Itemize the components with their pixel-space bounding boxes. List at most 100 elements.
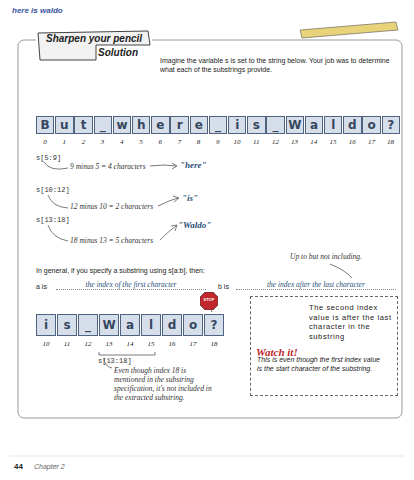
footer-rule <box>10 456 404 457</box>
letter-box: ? <box>382 116 400 134</box>
index-number: 13 <box>285 138 305 146</box>
string-character: d <box>168 318 177 332</box>
index-number: 3 <box>93 138 113 146</box>
string-character: d <box>348 118 357 132</box>
string-character: i <box>235 118 239 132</box>
string-character: _ <box>100 118 106 132</box>
string-character: B <box>41 118 50 132</box>
index-number: 15 <box>141 340 161 348</box>
index-number: 8 <box>189 138 209 146</box>
string-character: W <box>102 318 115 332</box>
letter-box: _ <box>266 116 284 134</box>
index-number: 1 <box>54 138 74 146</box>
running-head: here is waldo <box>12 6 132 15</box>
index-number: 17 <box>183 340 203 348</box>
stop-text: STOP <box>200 292 218 308</box>
letter-box: a <box>120 314 140 336</box>
string-character: i <box>44 318 48 332</box>
arrow-head <box>171 225 177 231</box>
letter-box: l <box>324 116 342 134</box>
letter-box: _ <box>78 314 98 336</box>
index-number: 12 <box>265 138 285 146</box>
slice-expression: s[10:12] <box>36 186 96 194</box>
string-character: s <box>253 118 260 132</box>
answer: "here" <box>180 160 240 170</box>
index-number: 11 <box>57 340 77 348</box>
string-character: ? <box>387 118 394 132</box>
letter-box: W <box>286 116 304 134</box>
general-rule: In general, if you specify a substring u… <box>36 266 296 275</box>
calc-note: 9 minus 5 = 4 characters <box>70 162 160 171</box>
index-number: 10 <box>36 340 56 348</box>
string-character: a <box>310 118 318 132</box>
calc-note: 12 minus 10 = 2 characters <box>70 202 170 211</box>
letter-box: o <box>183 314 203 336</box>
index-number: 18 <box>204 340 224 348</box>
string-character: e <box>195 118 203 132</box>
sharpen-badge: Sharpen your pencilSolution <box>36 30 152 62</box>
index-number: 11 <box>246 138 266 146</box>
index-number: 14 <box>304 138 324 146</box>
letter-box: w <box>113 116 131 134</box>
leader-line <box>44 162 68 169</box>
leader-arrow <box>160 226 176 240</box>
slice-expression: s[5:9] <box>36 154 96 162</box>
string-character: u <box>60 118 69 132</box>
index-number: 0 <box>35 138 55 146</box>
index-number: 2 <box>73 138 93 146</box>
letter-box: i <box>228 116 246 134</box>
instructions: Imagine the variable s is set to the str… <box>160 56 395 74</box>
index-number: 6 <box>150 138 170 146</box>
stop-sign: STOP <box>200 292 218 310</box>
index-number: 5 <box>131 138 151 146</box>
badge-title: Solution <box>98 47 138 58</box>
leader-line <box>48 195 68 208</box>
letter-box: B <box>36 116 54 134</box>
string-character: s <box>64 318 71 332</box>
leader-line <box>48 225 68 241</box>
rule-answer: the index of the first character <box>56 280 206 290</box>
leader-arrow <box>150 165 176 166</box>
string-character: _ <box>215 118 221 132</box>
index-number: 16 <box>342 138 362 146</box>
index-number: 16 <box>162 340 182 348</box>
letter-box: a <box>305 116 323 134</box>
letter-box: u <box>55 116 73 134</box>
index-number: 15 <box>323 138 343 146</box>
string-character: ? <box>211 318 218 332</box>
string-character: W <box>288 118 301 132</box>
pencil-sketch <box>300 22 398 38</box>
answer: "Waldo" <box>178 220 238 230</box>
string-character: _ <box>273 118 279 132</box>
leader-arrow <box>158 198 178 206</box>
letter-box: d <box>162 314 182 336</box>
letter-box: _ <box>209 116 227 134</box>
index-number: 17 <box>361 138 381 146</box>
index-number: 12 <box>78 340 98 348</box>
watch-it-title: Watch it! <box>256 346 316 358</box>
warning-text: The second index value is after the last… <box>309 303 395 341</box>
bracket <box>99 352 155 355</box>
letter-box: h <box>132 116 150 134</box>
index-number: 10 <box>227 138 247 146</box>
letter-box: ? <box>204 314 224 336</box>
string-character: r <box>177 118 183 132</box>
letter-box: e <box>151 116 169 134</box>
letter-box: r <box>170 116 188 134</box>
page-number: 44 <box>14 462 34 471</box>
string-character: o <box>189 318 197 332</box>
handwritten-note: Even though index 18 is mentioned in the… <box>114 366 214 402</box>
index-number: 14 <box>120 340 140 348</box>
letter-box: _ <box>94 116 112 134</box>
string-character: o <box>367 118 375 132</box>
answer: "is" <box>182 193 222 203</box>
arrow-head <box>173 196 179 202</box>
side-note: Up to but not including. <box>290 252 400 261</box>
arrow-head <box>172 163 177 169</box>
index-number: 18 <box>381 138 401 146</box>
badge-title: Sharpen your pencil <box>46 33 142 44</box>
slice-expression: s[13:18] <box>98 357 158 365</box>
letter-box: s <box>247 116 265 134</box>
string-character: e <box>156 118 164 132</box>
rule-answer: the index after the last character <box>236 280 396 290</box>
